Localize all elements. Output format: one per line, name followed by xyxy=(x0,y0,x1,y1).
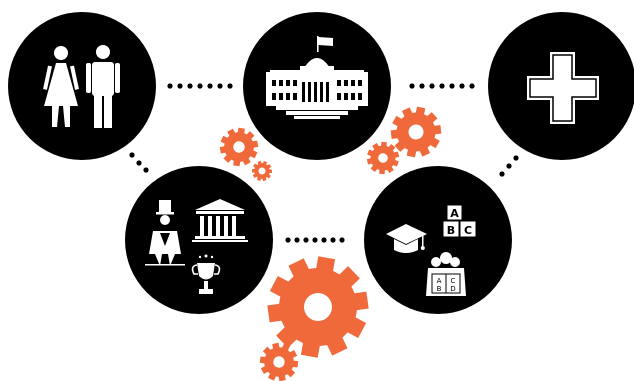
gear-icon xyxy=(253,336,305,381)
graduation-cap-icon xyxy=(386,224,427,253)
book-letter-a: A xyxy=(437,277,442,285)
woman-icon xyxy=(43,46,79,127)
trophy-icon xyxy=(191,254,221,294)
medical-cross-icon xyxy=(527,52,599,124)
gear-icon xyxy=(365,140,401,176)
people-node[interactable] xyxy=(8,12,156,160)
book-letter-c: C xyxy=(451,277,456,285)
gear-icon xyxy=(217,125,261,169)
book-letter-b: B xyxy=(437,285,442,293)
man-icon xyxy=(86,45,120,128)
abc-blocks-icon: A B C xyxy=(442,204,477,238)
culture-node[interactable] xyxy=(125,166,273,314)
connector-people-government xyxy=(167,83,233,89)
education-node[interactable]: A B C A B C D xyxy=(364,166,512,314)
block-letter-b: B xyxy=(447,224,455,237)
block-letter-a: A xyxy=(450,207,459,220)
gear-icon xyxy=(259,249,377,365)
health-node[interactable] xyxy=(488,12,634,160)
connector-culture-education xyxy=(285,237,345,243)
reading-children-icon: A B C D xyxy=(426,252,466,296)
museum-icon xyxy=(192,199,248,242)
gentleman-icon xyxy=(145,200,185,266)
connector-people-culture xyxy=(129,152,149,173)
capitol-building-icon xyxy=(266,36,368,119)
government-node[interactable] xyxy=(243,12,391,160)
connector-health-education xyxy=(499,155,519,177)
block-letter-c: C xyxy=(464,224,472,237)
book-letter-d: D xyxy=(450,285,455,293)
gear-icon xyxy=(249,158,275,184)
gear-icon xyxy=(386,102,446,162)
connector-government-health xyxy=(409,83,475,89)
